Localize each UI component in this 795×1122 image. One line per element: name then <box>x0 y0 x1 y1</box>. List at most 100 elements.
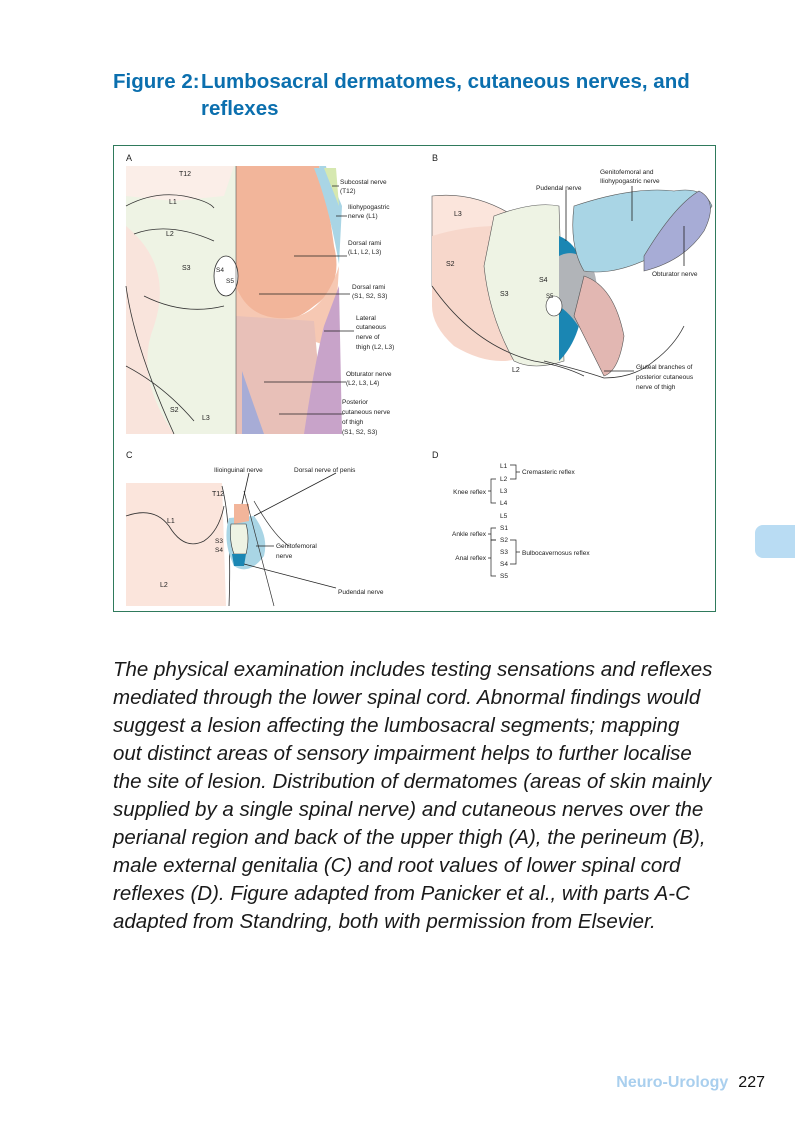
a-nerve-text: of thigh <box>342 419 364 426</box>
c-penis <box>230 523 249 555</box>
a-label-l1: L1 <box>169 199 177 206</box>
a-nerve-text: Posterior <box>342 399 369 406</box>
c-label-l2: L2 <box>160 582 168 589</box>
b-label-l3: L3 <box>454 211 462 218</box>
chapter-tab <box>755 525 795 558</box>
d-reflex-anal: Anal reflex <box>455 555 486 562</box>
d-seg-l2: L2 <box>500 476 508 483</box>
b-label-s3: S3 <box>500 291 509 298</box>
a-nerve-text: Dorsal rami <box>352 284 385 291</box>
a-anal-ellipse <box>213 255 239 297</box>
figure-number: Figure 2: <box>113 70 200 93</box>
a-label-s2: S2 <box>170 407 179 414</box>
d-reflex-ankle: Ankle reflex <box>452 531 487 538</box>
a-nerve-text: Lateral <box>356 315 376 322</box>
c-label-s3: S3 <box>215 538 223 545</box>
a-nerve-text: (T12) <box>340 188 356 195</box>
d-seg-l4: L4 <box>500 500 508 507</box>
anatomy-figure: A T12 L1 L2 S3 S4 <box>125 153 713 607</box>
a-nerve-text: Dorsal rami <box>348 240 381 247</box>
d-reflex-knee: Knee reflex <box>453 489 487 496</box>
b-gluteal <box>573 275 625 377</box>
d-seg-l5: L5 <box>500 513 508 520</box>
b-nerve-text: Gluteal branches of <box>636 364 693 371</box>
a-top-region <box>126 166 234 201</box>
a-nerve-text: thigh (L2, L3) <box>356 344 394 351</box>
a-label-t12: T12 <box>179 171 191 178</box>
b-nerve-text: Iliohypogastric nerve <box>600 178 660 185</box>
a-label-l2: L2 <box>166 231 174 238</box>
c-nerve-text: Pudendal nerve <box>338 589 384 596</box>
a-nerve-text: nerve (L1) <box>348 213 378 220</box>
panel-c: C T12 L1 S3 S4 L2 Ilioinguinal nerve Dor… <box>125 450 384 607</box>
d-seg-s4: S4 <box>500 561 508 568</box>
b-nerve-text: Pudendal nerve <box>536 185 582 192</box>
c-label-s4: S4 <box>215 547 223 554</box>
d-bracket-bulbocavernosus <box>510 539 520 565</box>
c-ilioinguinal <box>234 504 249 524</box>
panel-b: B L3 S2 S3 S4 S5 L2 Pudendal nerve Genit… <box>431 153 713 391</box>
d-seg-s5: S5 <box>500 573 508 580</box>
a-nerve-text: cutaneous nerve <box>342 409 390 416</box>
d-seg-s2: S2 <box>500 537 508 544</box>
b-label-s5: S5 <box>546 294 554 300</box>
c-left-region <box>126 483 226 606</box>
a-nerve-text: Iliohypogastric <box>348 204 390 211</box>
a-pale-region <box>126 166 236 434</box>
panel-c-letter: C <box>126 450 133 460</box>
a-green-tip <box>324 168 339 206</box>
c-nerve-text: nerve <box>276 553 293 560</box>
panel-a: A T12 L1 L2 S3 S4 <box>125 153 394 436</box>
c-nerve-text: Ilioinguinal nerve <box>214 467 263 474</box>
b-pale-region <box>483 204 565 367</box>
b-nerve-text: nerve of thigh <box>636 384 676 391</box>
a-nerve-text: Obturator nerve <box>346 371 392 378</box>
b-label-l2: L2 <box>512 367 520 374</box>
a-nerve-text: (S1, S2, S3) <box>342 429 377 436</box>
figure-title-line1: Lumbosacral dermatomes, cutaneous nerves… <box>201 70 690 93</box>
panel-a-letter: A <box>126 153 132 163</box>
a-label-s5: S5 <box>226 278 234 285</box>
figure-title: Figure 2:Lumbosacral dermatomes, cutaneo… <box>113 68 733 122</box>
b-nerve-text: Obturator nerve <box>652 271 698 278</box>
b-anus <box>545 295 563 317</box>
d-bracket-knee <box>488 478 496 504</box>
b-nerve-text: Genitofemoral and <box>600 169 654 176</box>
a-nerve-text: (S1, S2, S3) <box>352 293 387 300</box>
d-bracket-cremasteric <box>510 464 520 480</box>
page-number: 227 <box>738 1074 765 1091</box>
d-bracket-ankle <box>488 527 496 541</box>
c-nerve-text: Dorsal nerve of penis <box>294 467 356 474</box>
a-left-pink <box>126 226 174 434</box>
a-nerve-text: (L2, L3, L4) <box>346 380 379 387</box>
panel-d: D L1 L2 L3 L4 L5 S1 S2 S3 S4 S5 Cremaste… <box>432 450 590 580</box>
a-label-l3: L3 <box>202 415 210 422</box>
d-reflex-cremasteric: Cremasteric reflex <box>522 469 575 476</box>
figure-panel-box: A T12 L1 L2 S3 S4 <box>113 145 716 612</box>
c-pudendal <box>232 554 246 566</box>
d-seg-s1: S1 <box>500 525 508 532</box>
a-nerve-text: nerve of <box>356 334 380 341</box>
a-mauve <box>304 286 342 434</box>
panel-b-letter: B <box>432 153 438 163</box>
figure-title-line2: reflexes <box>201 97 279 120</box>
panel-d-letter: D <box>432 450 439 460</box>
footer-section: Neuro-Urology <box>616 1074 729 1091</box>
c-label-l1: L1 <box>167 518 175 525</box>
d-bracket-anal <box>488 539 496 577</box>
page-footer: Neuro-Urology 227 <box>616 1074 765 1092</box>
a-rose <box>236 316 324 434</box>
b-nerve-text: posterior cutaneous <box>636 374 694 381</box>
a-label-s4: S4 <box>216 267 224 274</box>
a-nerve-text: (L1, L2, L3) <box>348 249 381 256</box>
b-label-s4: S4 <box>539 277 548 284</box>
d-seg-l1: L1 <box>500 463 508 470</box>
a-salmon <box>236 166 337 322</box>
b-obturator <box>643 190 711 272</box>
c-label-t12: T12 <box>212 491 224 498</box>
d-seg-l3: L3 <box>500 488 508 495</box>
b-label-s2: S2 <box>446 261 455 268</box>
figure-caption: The physical examination includes testin… <box>113 658 713 933</box>
a-nerve-text: cutaneous <box>356 324 387 331</box>
a-label-s3: S3 <box>182 265 191 272</box>
